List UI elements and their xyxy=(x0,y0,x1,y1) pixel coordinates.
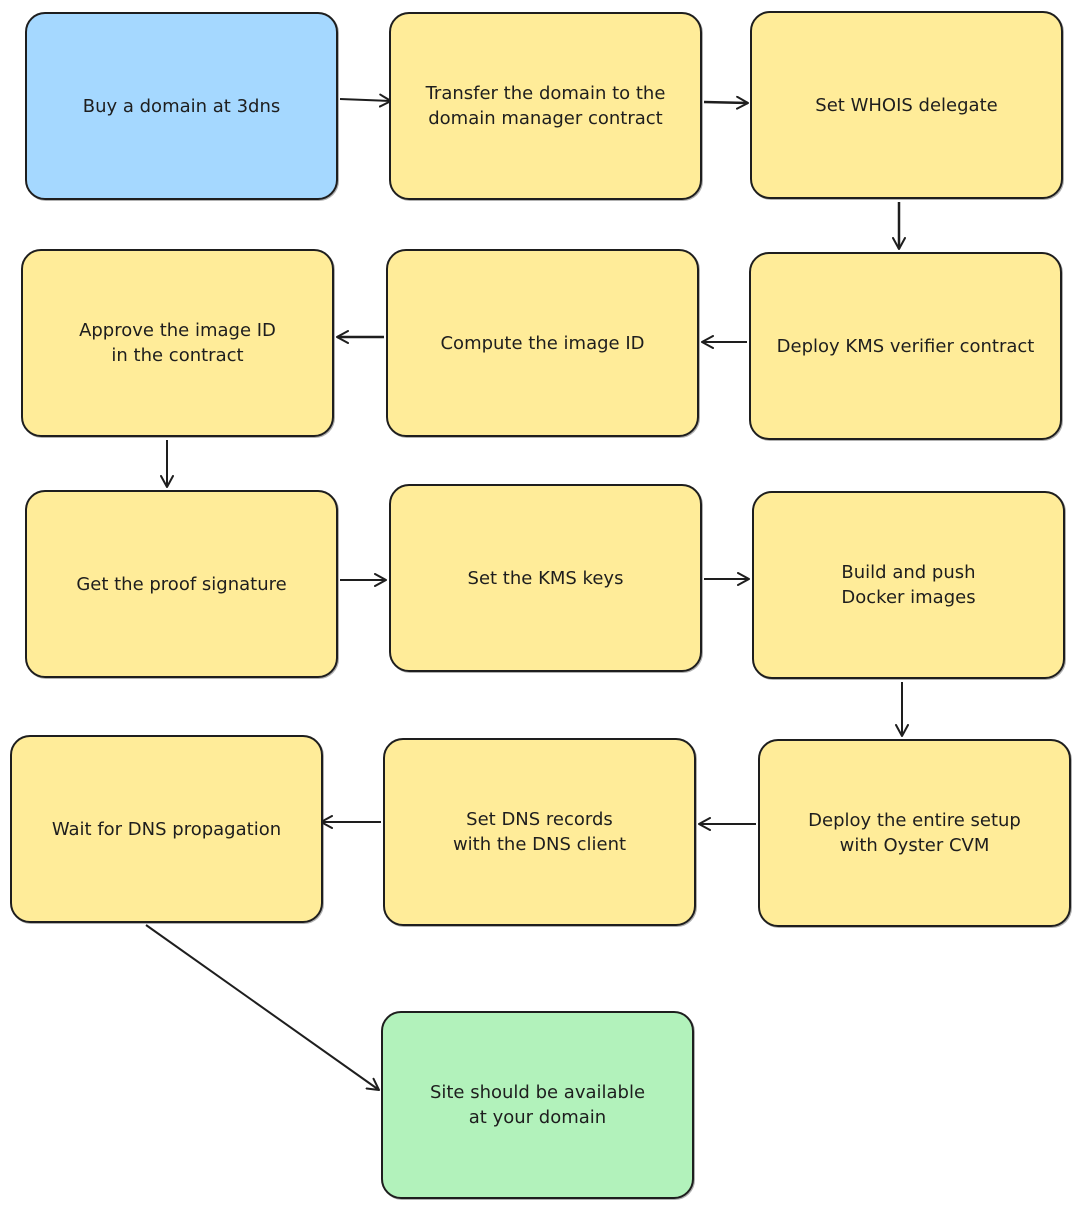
step-site-available: Site should be available at your domain xyxy=(381,1011,694,1199)
step-deploy-oyster-cvm: Deploy the entire setup with Oyster CVM xyxy=(758,739,1071,927)
step-transfer-domain: Transfer the domain to the domain manage… xyxy=(389,12,702,200)
edge-transfer-to-whois xyxy=(703,95,749,110)
edge-wait-to-site xyxy=(145,924,380,1091)
step-set-dns-records: Set DNS records with the DNS client xyxy=(383,738,696,926)
step-get-proof-signature: Get the proof signature xyxy=(25,490,338,678)
step-approve-image-id: Approve the image ID in the contract xyxy=(21,249,334,437)
step-wait-dns-propagation: Wait for DNS propagation xyxy=(10,735,323,923)
step-compute-image-id: Compute the image ID xyxy=(386,249,699,437)
step-set-kms-keys: Set the KMS keys xyxy=(389,484,702,672)
step-buy-domain: Buy a domain at 3dns xyxy=(25,12,338,200)
step-deploy-kms-verifier: Deploy KMS verifier contract xyxy=(749,252,1062,440)
edge-buy-to-transfer xyxy=(339,93,392,108)
step-build-push-docker: Build and push Docker images xyxy=(752,491,1065,679)
step-set-whois-delegate: Set WHOIS delegate xyxy=(750,11,1063,199)
